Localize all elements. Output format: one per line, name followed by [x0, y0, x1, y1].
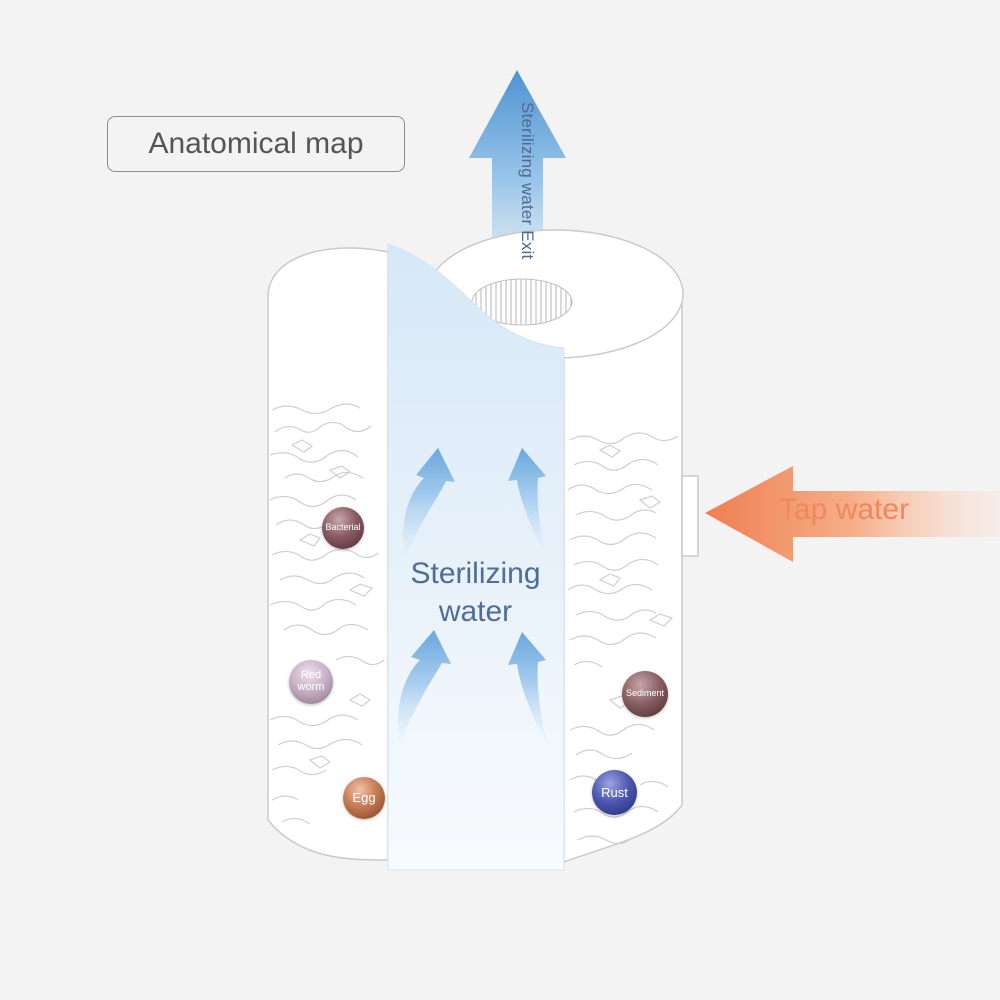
red-worm-label-line2: worm: [297, 681, 325, 693]
sterilizing-water-label-line2: water: [438, 595, 513, 628]
tap-water-arrow: [705, 466, 1000, 562]
red-worm-label-line1: Red: [300, 669, 322, 682]
bacterial-label: Bacterial: [325, 522, 361, 533]
bacterial-particle: Bacterial: [322, 507, 364, 549]
left-cylinder-wall: [267, 247, 389, 861]
filter-media-left: [269, 403, 385, 825]
filter-media-right: [567, 432, 679, 845]
rust-particle: Rust: [592, 770, 637, 815]
sediment-particle: Sediment: [622, 671, 668, 717]
flow-arrow-lower-right: [508, 632, 547, 745]
sediment-label: Sediment: [625, 688, 665, 699]
red-worm-particle: Red worm: [289, 660, 333, 704]
exit-arrow: [469, 70, 566, 278]
sterilizing-channel: [387, 243, 565, 871]
exit-label: Sterilizing water Exit: [518, 102, 537, 260]
flow-arrow-upper-right: [508, 448, 546, 555]
egg-particle: Egg: [343, 777, 385, 819]
sterilizing-water-label: Sterilizing water: [388, 555, 563, 631]
sterilizing-water-label-line1: Sterilizing: [410, 557, 541, 590]
tap-water-label: Tap water: [779, 493, 910, 526]
flow-arrow-lower-left: [397, 630, 451, 745]
diagram-title: Anatomical map: [107, 116, 405, 172]
flow-arrow-upper-left: [402, 448, 455, 560]
egg-label: Egg: [352, 790, 376, 806]
rust-label: Rust: [601, 784, 628, 800]
flow-arrows: [397, 448, 547, 745]
inlet-port: [681, 475, 699, 557]
